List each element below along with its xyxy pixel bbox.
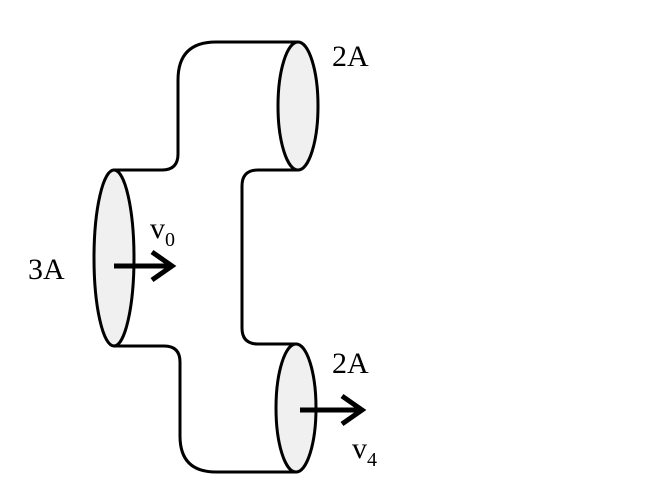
inlet-velocity-arrow-icon [114, 249, 177, 283]
inlet-opening [92, 168, 136, 348]
outlet-velocity-arrow-icon [300, 393, 367, 427]
bottom-velocity-symbol: v [352, 432, 367, 465]
bottom-velocity-subscript: 4 [367, 449, 377, 471]
bottom-outlet-area-label: 2A [332, 347, 369, 380]
bottom-velocity-label: v4 [352, 432, 377, 471]
top-outlet-area-label: 2A [332, 40, 369, 73]
top-outlet-opening [276, 40, 320, 172]
inlet-velocity-subscript: 0 [165, 229, 175, 251]
inlet-velocity-symbol: v [150, 212, 165, 245]
inlet-velocity-label: v0 [150, 212, 175, 251]
inlet-area-label: 3A [28, 253, 65, 286]
pipe-outline [112, 40, 300, 474]
